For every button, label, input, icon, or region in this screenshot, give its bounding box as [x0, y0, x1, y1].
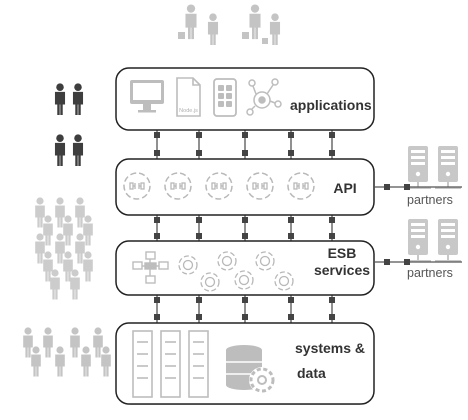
partners-label-top: partners — [407, 193, 453, 207]
esb-layer — [115, 240, 375, 296]
esb-label-line2: services — [313, 262, 371, 278]
partners-label-bottom: partners — [407, 266, 453, 280]
people-dark-icon — [54, 83, 84, 167]
connector-nodes — [154, 132, 335, 320]
systems-label: systems & data — [295, 340, 367, 382]
family-icon — [242, 4, 281, 46]
database-gear-icon — [226, 345, 275, 393]
systems-label-line2: data — [297, 365, 326, 381]
partner-server-bottom-icon — [405, 219, 461, 262]
family-icon — [178, 4, 219, 46]
iot-network-icon — [246, 78, 282, 116]
esb-label-line1: ESB — [327, 245, 357, 261]
people-crowd-icon — [35, 197, 93, 300]
api-label: API — [333, 180, 357, 196]
systems-label-line1: systems & — [295, 340, 366, 356]
applications-label: applications — [290, 97, 372, 113]
nodejs-file-icon: Node.js — [176, 77, 201, 117]
applications-layer — [115, 67, 375, 131]
esb-label: ESB services — [310, 245, 374, 279]
mobile-app-icon — [213, 78, 237, 117]
partner-server-top-icon — [405, 146, 461, 189]
network-hub-icon — [132, 251, 169, 284]
nodejs-caption: Node.js — [179, 108, 198, 114]
people-bottom-icon — [23, 327, 111, 377]
monitor-icon — [130, 80, 164, 113]
server-racks-icon — [132, 330, 209, 398]
